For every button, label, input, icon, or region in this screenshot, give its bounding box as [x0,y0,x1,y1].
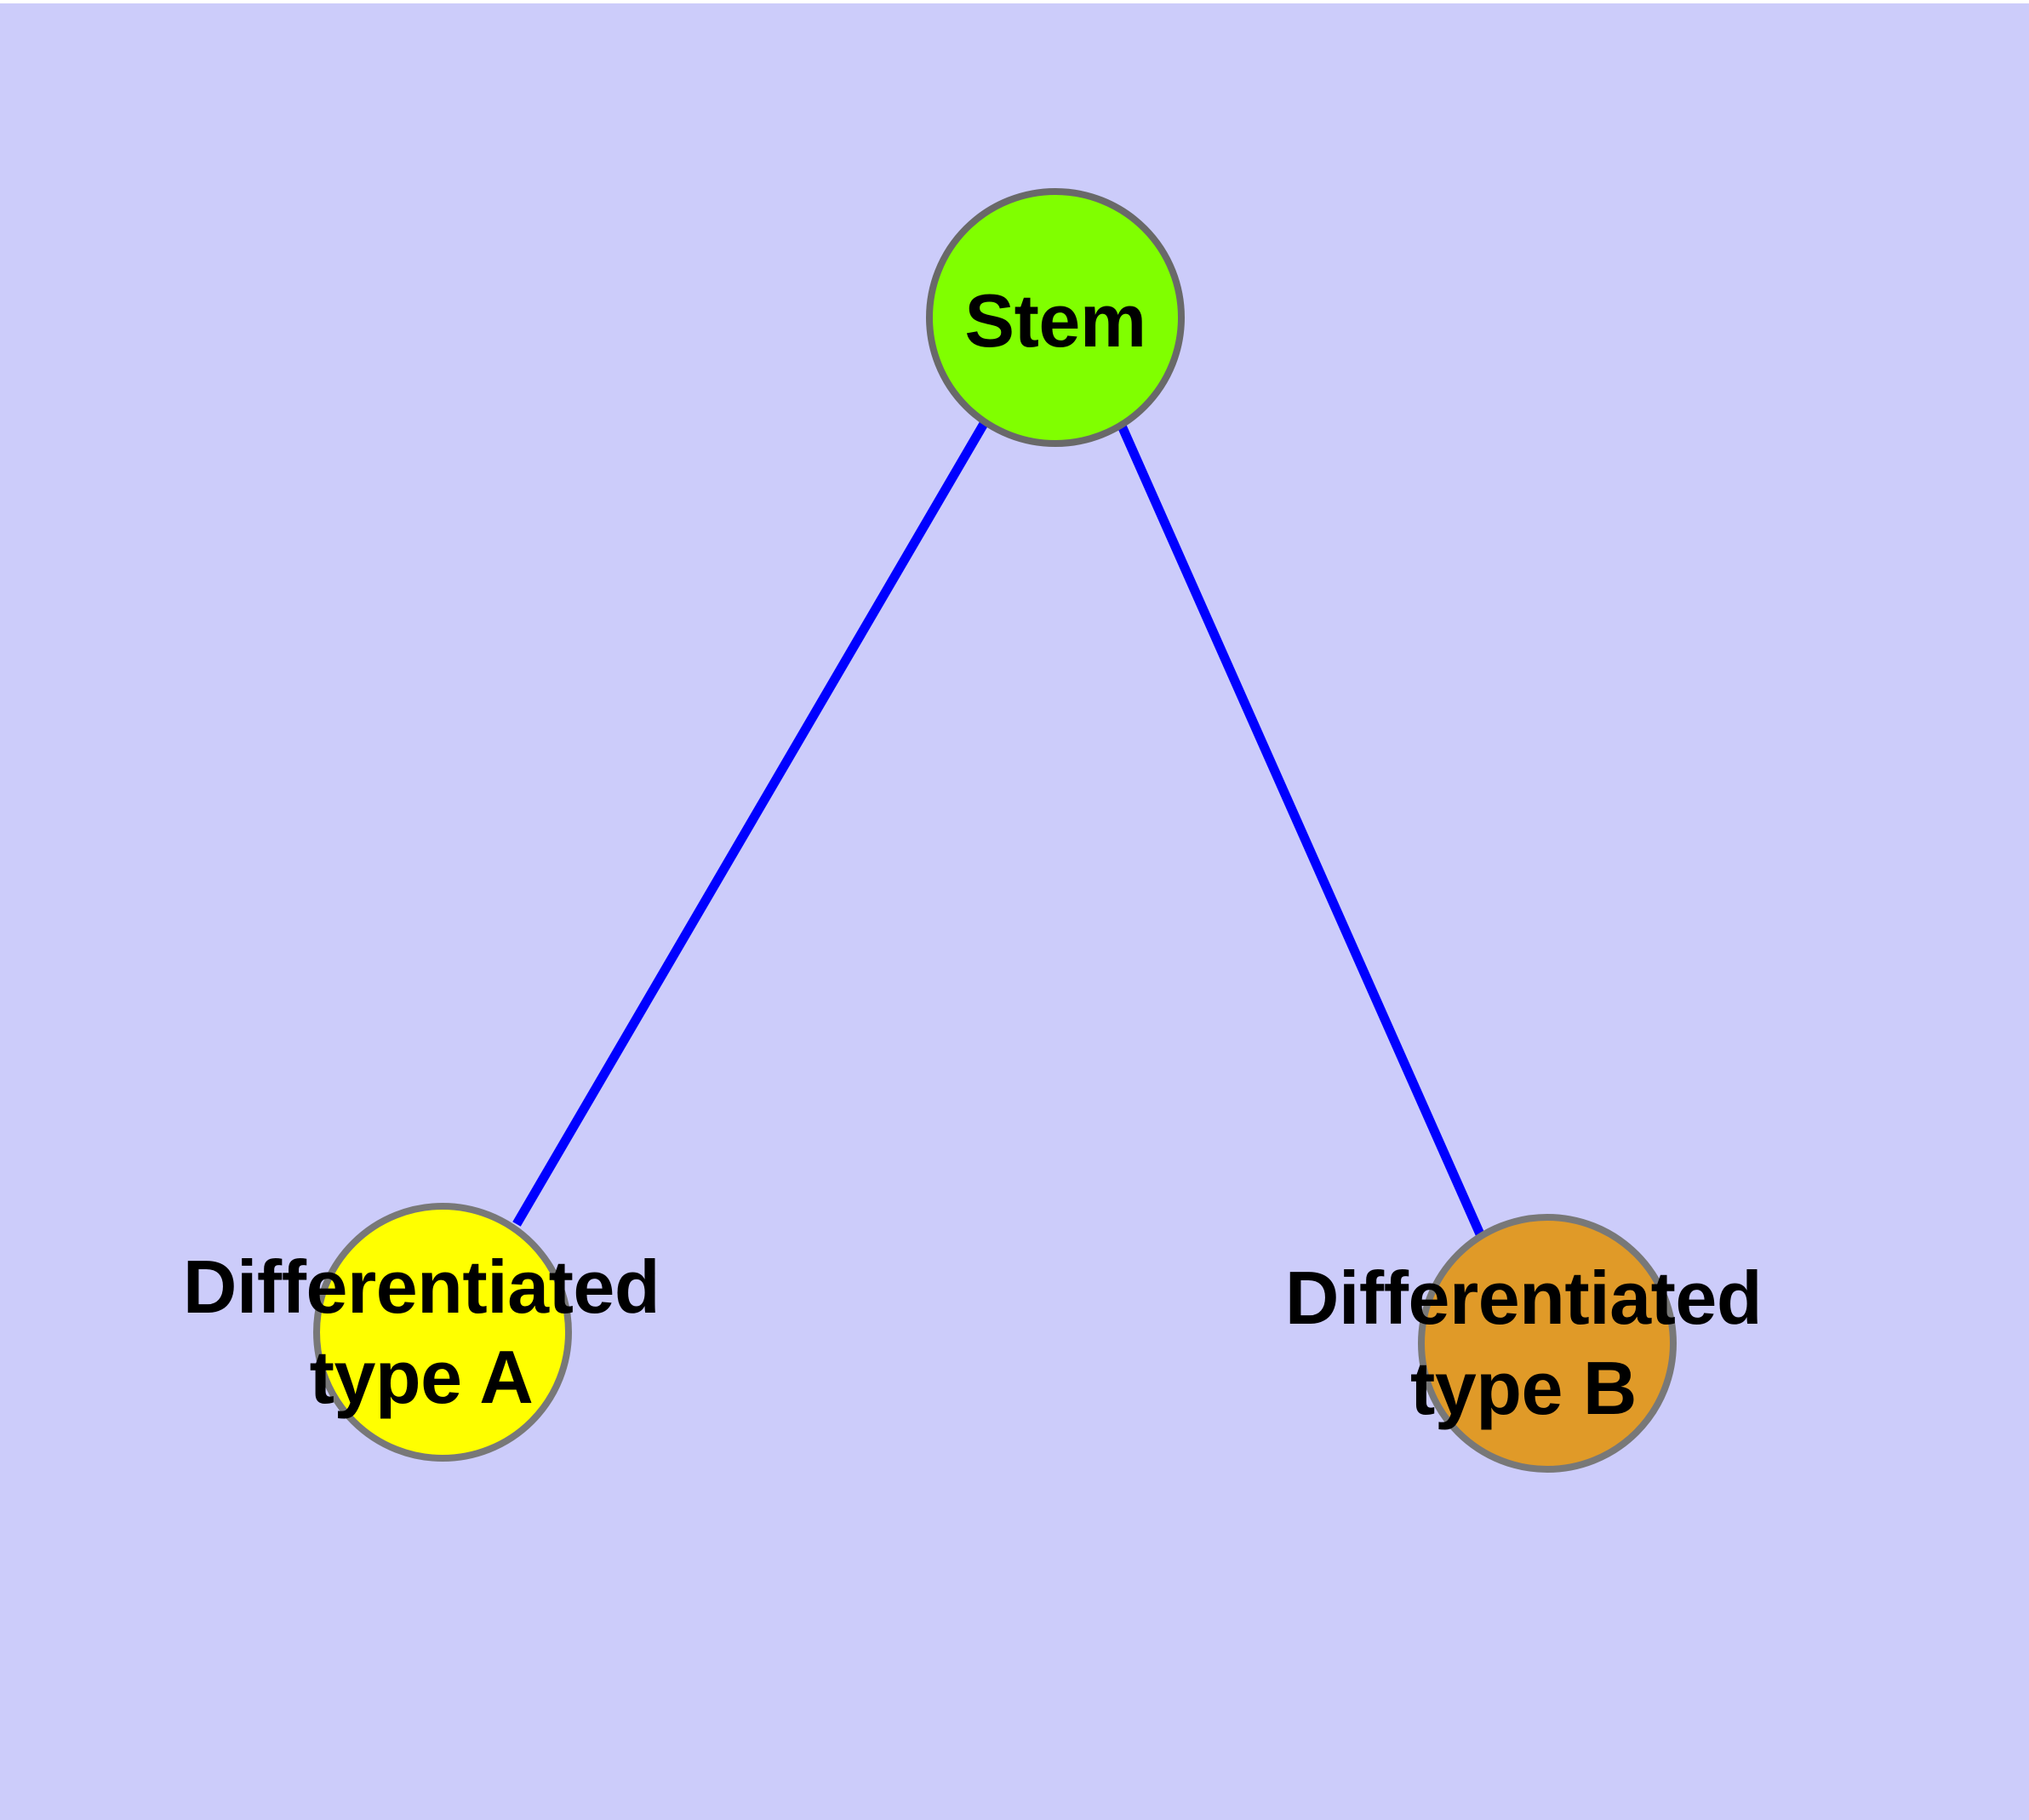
node-layer [313,188,1677,1473]
node-circle-diff-a[interactable] [313,1203,572,1462]
node-circle-diff-b[interactable] [1418,1214,1677,1473]
edge-stem-to-diff-a [512,420,989,1227]
edge-layer [512,420,1486,1239]
edge-stem-to-diff-b [1116,421,1486,1239]
node-circle-stem[interactable] [926,188,1185,447]
